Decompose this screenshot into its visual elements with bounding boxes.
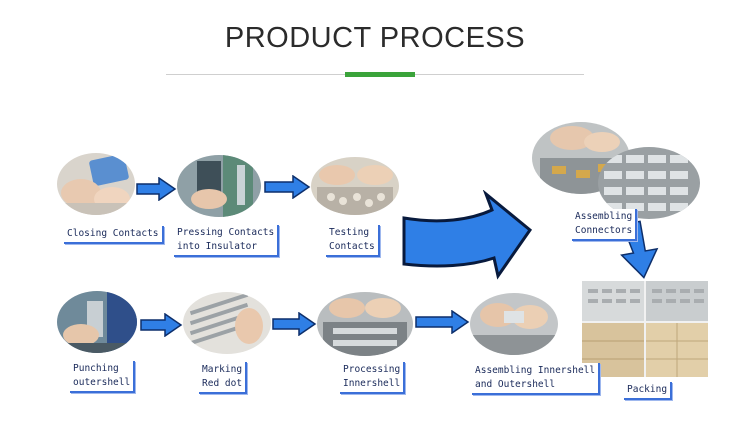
- step-label-punching-outershell: Punching outershell: [70, 361, 136, 393]
- testing-contacts-photo: [311, 157, 399, 215]
- arrow-right-icon: [140, 313, 183, 337]
- marking-red-dot-photo: [183, 292, 271, 354]
- step-label-marking-red-dot: Marking Red dot: [199, 362, 248, 394]
- page-title: PRODUCT PROCESS: [224, 22, 526, 54]
- assembling-innershell-photo: [470, 293, 558, 355]
- arrow-right-icon: [415, 310, 470, 334]
- step-label-testing-contacts: Testing Contacts: [326, 225, 380, 257]
- step-label-packing: Packing: [624, 382, 673, 400]
- arrow-right-icon: [272, 312, 317, 336]
- assembling-connectors-photo-2: [598, 147, 700, 219]
- closing-contacts-photo: [57, 153, 135, 215]
- step-label-closing-contacts: Closing Contacts: [64, 226, 164, 244]
- arrow-right-icon: [136, 177, 177, 201]
- step-label-assembling-innershell: Assembling Innershell and Outershell: [472, 363, 601, 395]
- packing-photo: [582, 281, 708, 377]
- title-accent-bar: [345, 72, 415, 77]
- step-label-processing-innershell: Processing Innershell: [340, 362, 406, 394]
- processing-innershell-photo: [317, 292, 413, 356]
- punching-outershell-photo: [57, 291, 137, 353]
- large-arrow-right-icon: [402, 190, 533, 280]
- step-label-assembling-connectors: Assembling Connectors: [572, 209, 638, 241]
- arrow-right-icon: [264, 175, 311, 199]
- pressing-contacts-photo: [177, 155, 261, 217]
- step-label-pressing-contacts: Pressing Contacts into Insulator: [174, 225, 280, 257]
